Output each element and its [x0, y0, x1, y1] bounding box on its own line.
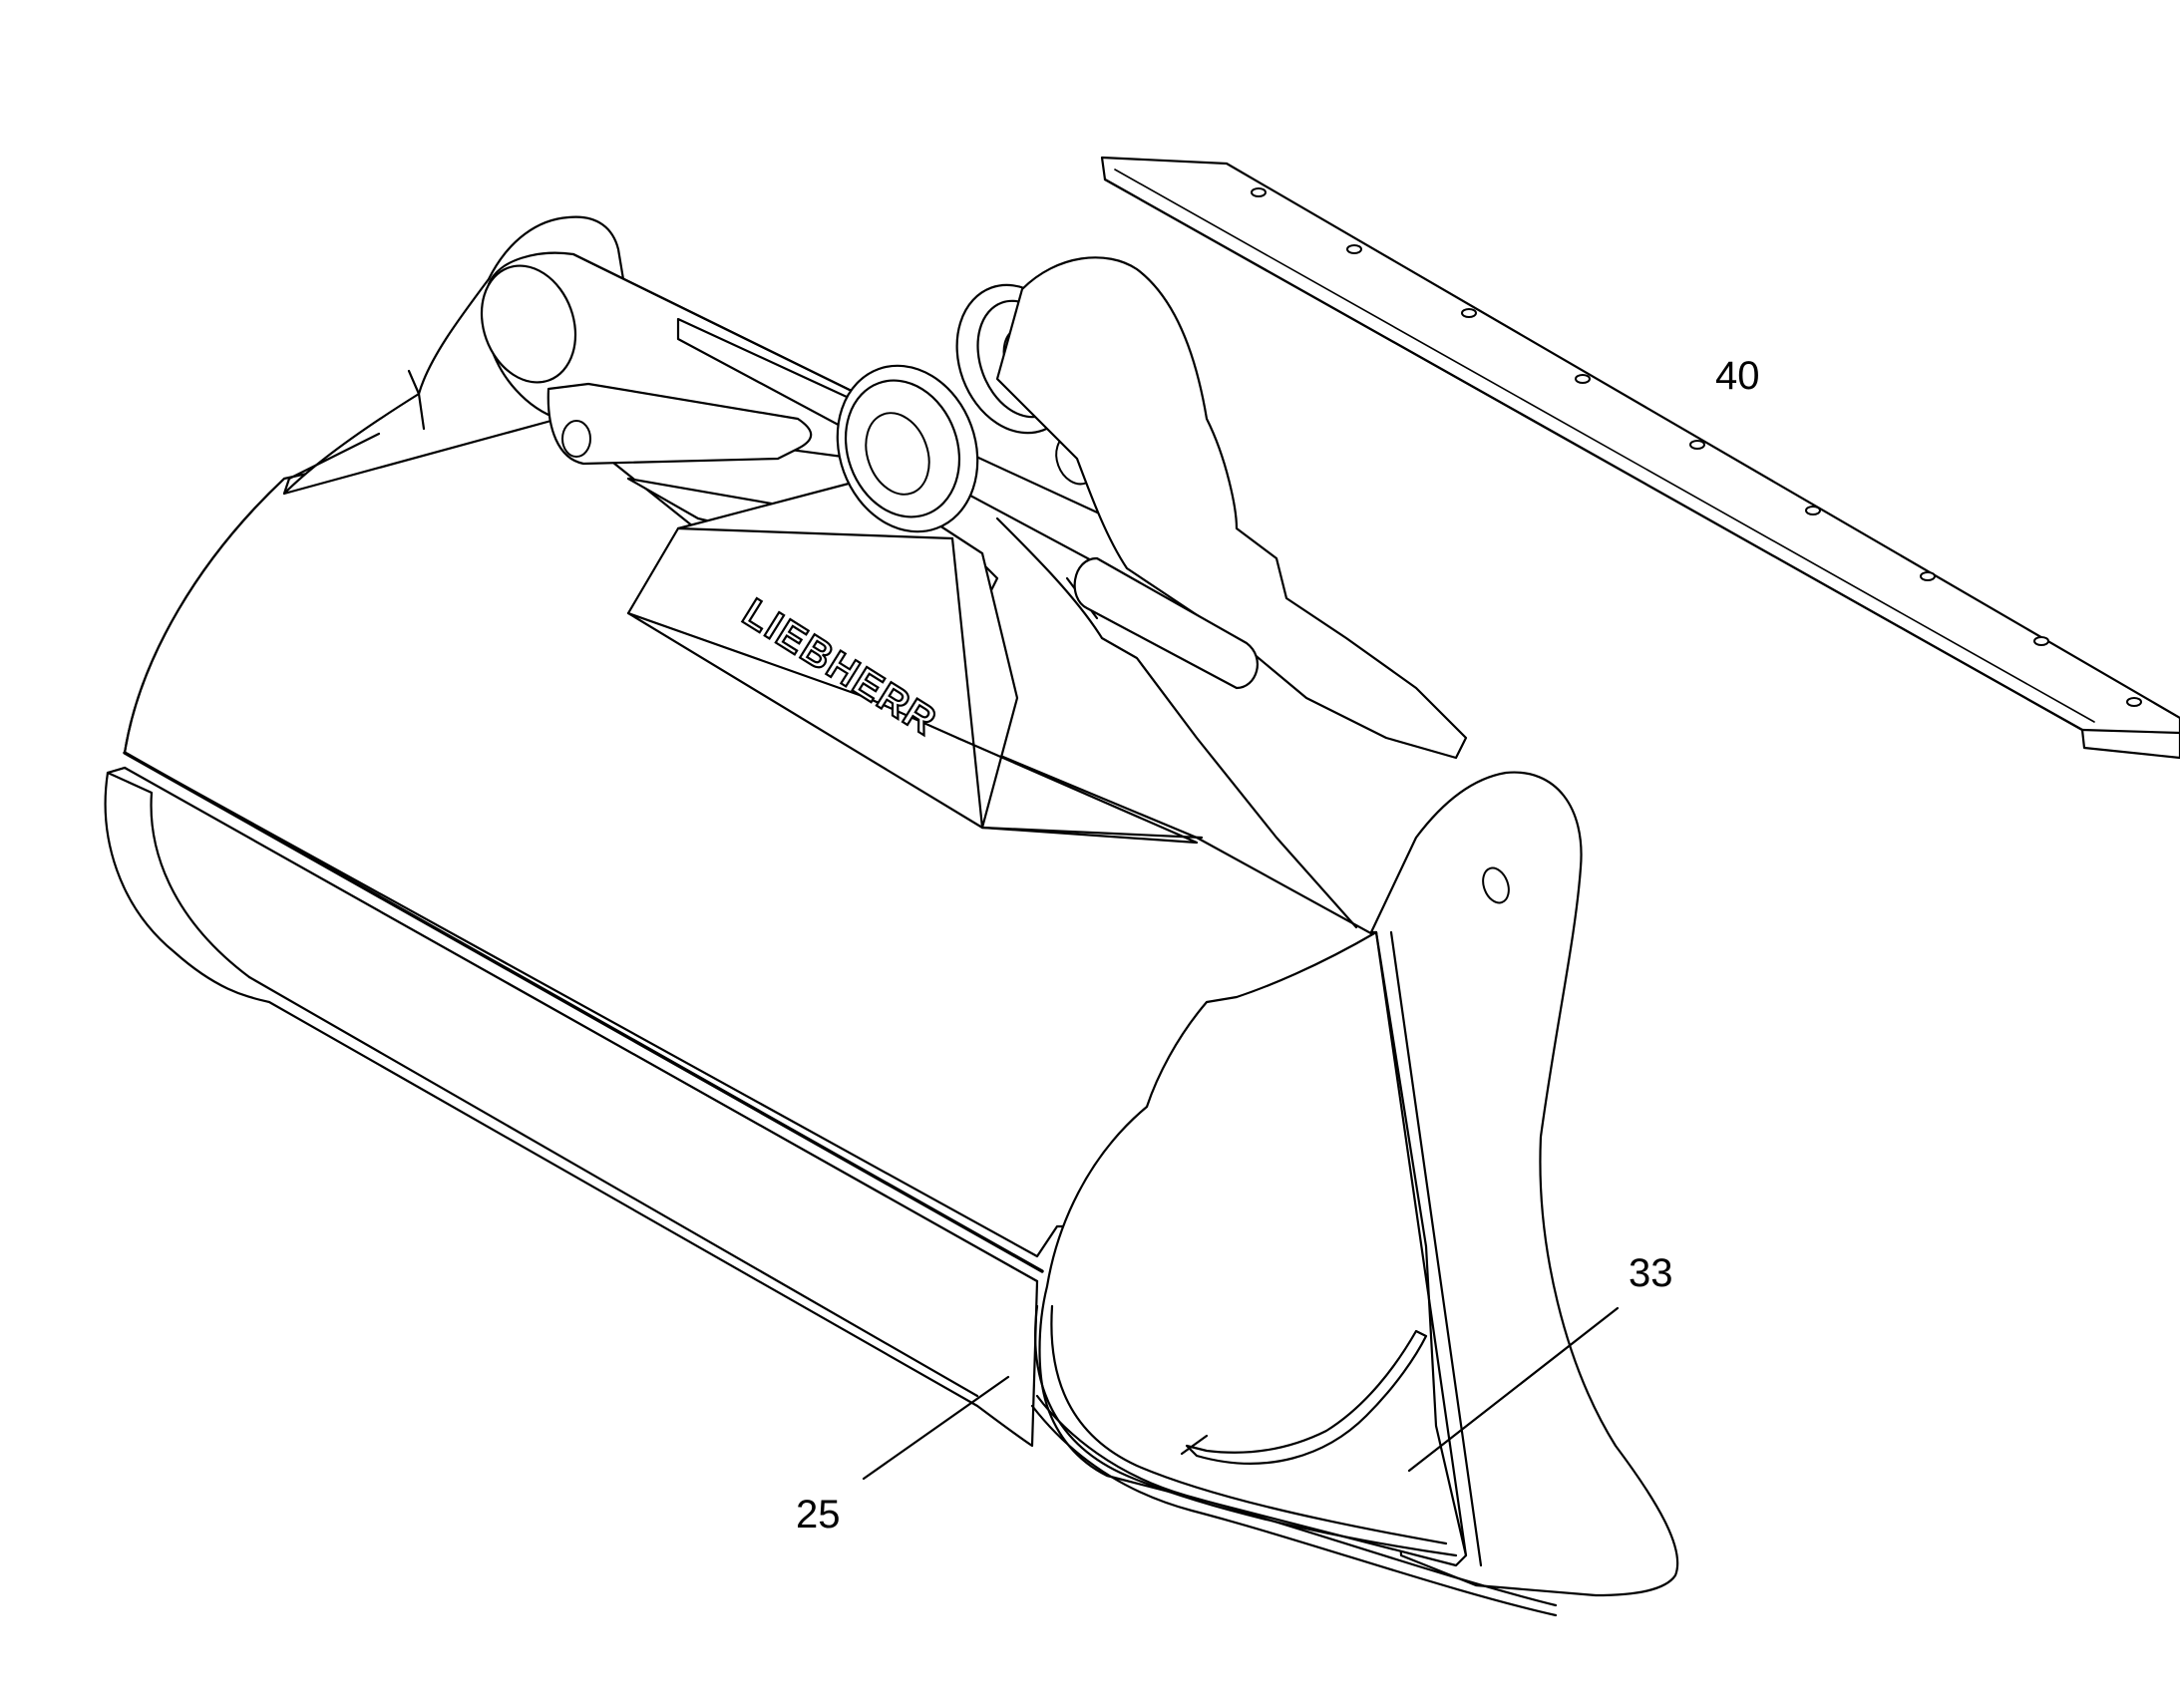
bolt-holes	[1251, 187, 2142, 707]
cutting-edge-bar	[1100, 156, 2180, 760]
right-side-plate	[1030, 771, 1679, 1617]
callout-25: 25	[796, 1493, 841, 1537]
leader-33	[1407, 1306, 1620, 1473]
leader-lines	[862, 1306, 1620, 1481]
callout-33: 33	[1629, 1251, 1673, 1295]
callout-40: 40	[1715, 354, 1760, 398]
leader-25	[862, 1375, 1010, 1481]
back-slot	[1073, 556, 1259, 690]
